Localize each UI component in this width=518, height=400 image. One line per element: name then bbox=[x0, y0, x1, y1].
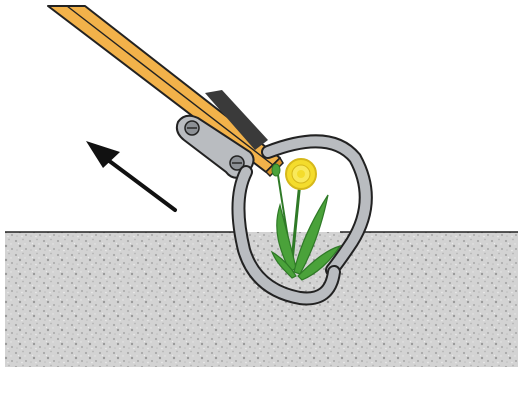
dandelion bbox=[270, 158, 342, 281]
soil-fill bbox=[5, 232, 518, 367]
leaf-2 bbox=[293, 194, 329, 275]
screw-icon bbox=[184, 120, 200, 136]
handle-body bbox=[47, 5, 281, 173]
loop-blade-back bbox=[261, 134, 373, 277]
leaf-4 bbox=[270, 250, 297, 279]
handle-split-line bbox=[66, 5, 274, 166]
arrow-up-left-icon bbox=[86, 141, 177, 212]
soil bbox=[5, 231, 518, 367]
flower-bud bbox=[271, 163, 281, 177]
flower-head bbox=[285, 158, 317, 190]
leaf-1 bbox=[276, 202, 297, 273]
back-plate bbox=[205, 90, 268, 150]
leaf-3 bbox=[297, 244, 342, 281]
loop-blade-front bbox=[231, 165, 341, 306]
screw-icon bbox=[229, 155, 245, 171]
